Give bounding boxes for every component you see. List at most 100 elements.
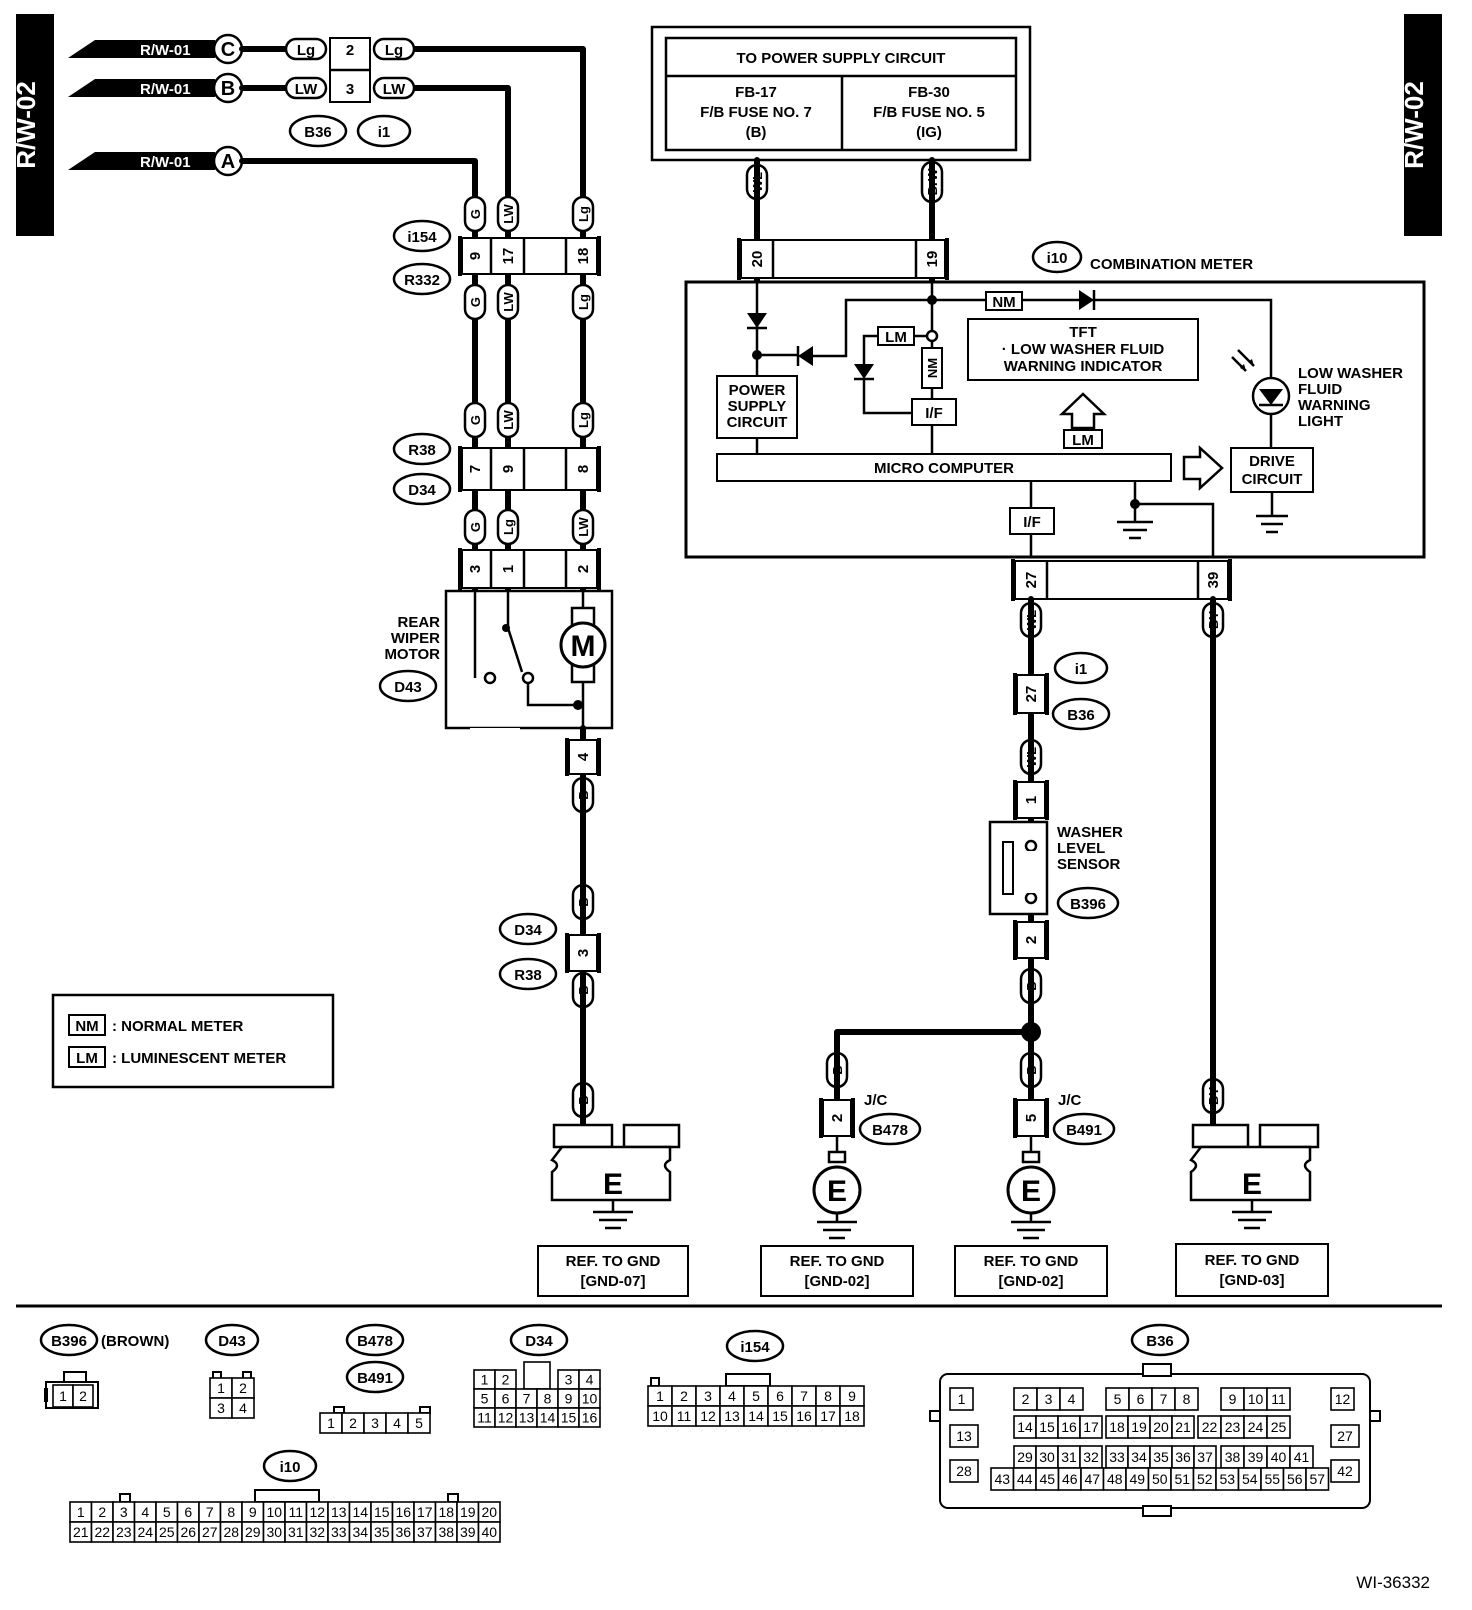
b36-pin-24: 24 [1243,1415,1268,1439]
b36-pin-21: 21 [1171,1415,1195,1439]
b36-pin-label: 28 [956,1463,972,1479]
b36-pin-label: 29 [1017,1449,1033,1465]
jc-b491: 5 [1013,1098,1049,1138]
wire-code-g: G [463,195,487,233]
i10-pin-36: 36 [391,1521,415,1543]
wire-code-lg: Lg [385,42,403,59]
b478-pin-4: 4 [385,1412,409,1434]
i154-pin-label: 12 [700,1408,716,1424]
b36-pin-43: 43 [990,1467,1015,1491]
tft-line1: TFT [1069,324,1097,341]
view-id-i10: i10 [280,1459,301,1476]
b478-pin-5: 5 [407,1412,431,1434]
wire-code-lg-text: Lg [576,294,591,310]
b478-pin-2: 2 [341,1412,365,1434]
power-left-line1: FB-17 [735,84,777,101]
i10-pin-21: 21 [69,1521,93,1543]
i154-pin-label: 17 [820,1408,836,1424]
motor-symbol: M [571,630,596,663]
i10-pin-label: 24 [137,1524,153,1540]
ground-e-1: E [603,1168,623,1201]
view-id-d34: D34 [525,1333,553,1350]
b36-pin-label: 9 [1229,1391,1237,1407]
side-tab-left: R/W-02 [11,14,54,236]
i154-pin-13: 13 [719,1405,745,1427]
view-id-d43: D43 [218,1333,246,1350]
b36-pin-25: 25 [1266,1415,1291,1439]
pin-1: 1 [500,565,517,573]
i154-pin-label: 7 [800,1388,808,1404]
d34-pin-16: 16 [578,1407,601,1428]
b36-pin-52: 52 [1192,1467,1217,1491]
i10-pin-label: 12 [309,1504,325,1520]
input-c-label: R/W-01 [140,42,191,59]
connector-d34-pin3: 3 [565,933,601,973]
i10-pin-label: 9 [249,1504,257,1520]
power-right-line1: FB-30 [908,84,950,101]
i10-pin-5: 5 [155,1501,179,1523]
b36-pin-19: 19 [1127,1415,1151,1439]
jc-label-b491: J/C [1058,1092,1082,1109]
view-id-b491: B491 [357,1370,393,1387]
b36-pin-label: 11 [1271,1391,1286,1407]
connector-id-b478: B478 [872,1122,908,1139]
gnd-ref-4-line2: [GND-03] [1219,1272,1284,1289]
i154-pin-label: 9 [848,1388,856,1404]
wire-code-lg-text: Lg [576,412,591,428]
b36-pin-1: 1 [949,1387,974,1411]
i10-pin-22: 22 [90,1521,114,1543]
i10-pin-25: 25 [155,1521,179,1543]
i10-pin-15: 15 [370,1501,394,1523]
i154-pin-label: 11 [677,1408,692,1424]
i10-pin-label: 26 [180,1524,196,1540]
b36-pin-16: 16 [1057,1415,1081,1439]
d43-pin-label: 2 [239,1380,247,1396]
d34-pin-5: 5 [473,1388,496,1409]
b36-pin-33: 33 [1105,1445,1129,1469]
rear-wiper-motor: M [444,589,614,730]
gnd-ref-2-line1: REF. TO GND [790,1253,885,1270]
i10-pin-34: 34 [348,1521,372,1543]
b36-pin-32: 32 [1079,1445,1103,1469]
i10-pin-label: 34 [352,1524,368,1540]
b36-pin-28: 28 [949,1459,979,1483]
d34-pin-label: 4 [586,1372,594,1388]
tft-line2: · LOW WASHER FLUID [1002,341,1165,358]
i10-pin-label: 16 [395,1504,411,1520]
b36-pin-9: 9 [1220,1387,1245,1411]
wire-code-g: G [463,508,487,546]
b36-pin-37: 37 [1193,1445,1217,1469]
i10-pin-label: 28 [223,1524,239,1540]
b36-pin-label: 51 [1174,1471,1190,1487]
i154-pin-label: 13 [724,1408,740,1424]
d34-pin-label: 7 [523,1391,531,1407]
b36-pin-20: 20 [1149,1415,1173,1439]
b478-pin-3: 3 [363,1412,387,1434]
d43-pin-2: 2 [231,1377,255,1399]
i10-pin-label: 32 [309,1524,325,1540]
b36-pin-7: 7 [1151,1387,1176,1411]
b36-pin-label: 53 [1219,1471,1235,1487]
view-id-b36: B36 [1146,1333,1174,1350]
view-id-b478: B478 [357,1333,393,1350]
power-circuit-line1: POWER [729,382,786,399]
b36-pin-label: 55 [1264,1471,1280,1487]
b36-pin-36: 36 [1171,1445,1195,1469]
b36-pin-label: 42 [1337,1463,1353,1479]
b36-pin-27: 27 [1330,1424,1360,1448]
meter-nm-tag-top: NM [992,294,1015,311]
i10-pin-label: 35 [374,1524,390,1540]
b36-pin-label: 54 [1242,1471,1258,1487]
b36-pin-label: 37 [1197,1449,1213,1465]
side-tab-left-label: R/W-02 [11,81,41,169]
d34-pin-label: 10 [582,1391,598,1407]
i154-pin-label: 10 [652,1408,668,1424]
b36-pin-label: 45 [1039,1471,1055,1487]
wire-code-g-text: G [468,415,483,425]
connector-id-b36: B36 [304,124,332,141]
power-left-line2: F/B FUSE NO. 7 [700,104,812,121]
b36-pin-label: 21 [1175,1419,1191,1435]
connector-id-b491: B491 [1066,1122,1102,1139]
warning-light-line3: WARNING [1298,397,1371,414]
